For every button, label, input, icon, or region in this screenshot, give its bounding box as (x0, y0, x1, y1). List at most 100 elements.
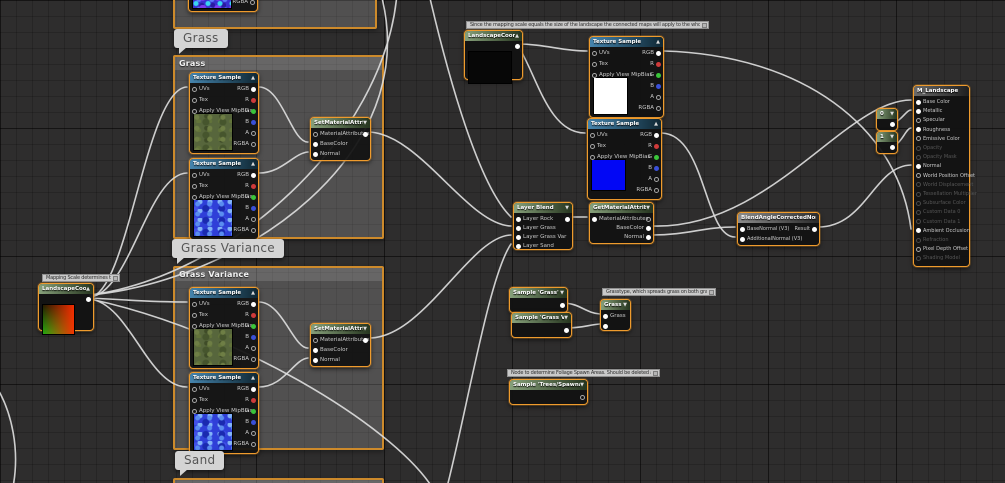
comment-title-bar[interactable]: Grass Variance (175, 268, 382, 281)
node-header[interactable]: Texture Sample▲ (190, 159, 258, 169)
pin[interactable] (313, 357, 318, 363)
pin[interactable] (646, 234, 651, 240)
pin[interactable] (916, 154, 921, 160)
pin[interactable] (740, 236, 745, 242)
node-landscapecoords-top[interactable]: LandscapeCoords▲ (464, 30, 523, 84)
collapse-arrow-icon[interactable]: ▲ (251, 160, 255, 167)
pin[interactable] (592, 50, 597, 56)
pin[interactable] (251, 194, 256, 200)
pin[interactable] (515, 43, 520, 49)
node-constant-zero[interactable]: 0▼ (876, 108, 898, 131)
pin[interactable] (916, 228, 921, 234)
note-collapse-button[interactable] (653, 370, 658, 376)
collapse-arrow-icon[interactable]: ▼ (623, 301, 627, 308)
pin[interactable] (251, 386, 256, 392)
pin[interactable] (251, 86, 256, 92)
node-header[interactable]: BlendAngleCorrectedNormals (738, 213, 819, 223)
pin[interactable] (251, 130, 256, 136)
pin[interactable] (192, 386, 197, 392)
pin[interactable] (916, 117, 921, 123)
collapse-arrow-icon[interactable]: ▲ (515, 32, 519, 39)
node-header[interactable]: Sample 'Grass Var'▼ (512, 313, 571, 323)
pin[interactable] (192, 172, 197, 178)
pin[interactable] (192, 108, 197, 114)
pin[interactable] (192, 97, 197, 103)
pin[interactable] (654, 176, 659, 182)
node-header[interactable]: Texture Sample▲ (190, 373, 258, 383)
pin[interactable] (890, 121, 895, 127)
collapse-arrow-icon[interactable]: ▼ (565, 204, 569, 211)
pin[interactable] (916, 182, 921, 188)
pin[interactable] (192, 301, 197, 307)
pin[interactable] (654, 154, 659, 160)
node-header[interactable]: 0▼ (877, 109, 897, 119)
pin[interactable] (313, 151, 318, 157)
node-sample-grass[interactable]: Sample 'Grass'▼ (509, 287, 568, 313)
pin[interactable] (916, 200, 921, 206)
pin[interactable] (916, 136, 921, 142)
node-setmaterialattributes-grass[interactable]: SetMaterialAttributes▼MaterialAttributes… (310, 117, 371, 161)
pin[interactable] (656, 72, 661, 78)
node-header[interactable]: SetMaterialAttributes▼ (311, 118, 370, 128)
comment-title-bar[interactable]: Grass (175, 57, 382, 70)
pin[interactable] (656, 61, 661, 67)
pin[interactable] (251, 205, 256, 211)
collapse-arrow-icon[interactable]: ▼ (560, 289, 564, 296)
node-header[interactable]: Texture Sample▲ (190, 288, 258, 298)
collapse-arrow-icon[interactable]: ▲ (251, 374, 255, 381)
pin[interactable] (916, 108, 921, 114)
pin[interactable] (251, 119, 256, 125)
pin[interactable] (592, 216, 597, 222)
pin[interactable] (251, 419, 256, 425)
pin[interactable] (656, 94, 661, 100)
node-setmaterialattributes-grassvar[interactable]: SetMaterialAttributes▼MaterialAttributes… (310, 323, 371, 367)
pin[interactable] (251, 108, 256, 114)
pin[interactable] (590, 154, 595, 160)
pin[interactable] (916, 219, 921, 225)
pin[interactable] (251, 227, 256, 233)
pin[interactable] (313, 347, 318, 353)
collapse-arrow-icon[interactable]: ▲ (251, 74, 255, 81)
node-landscapecoords-main[interactable]: LandscapeCoords▲ (38, 283, 94, 335)
pin[interactable] (646, 225, 651, 231)
pin[interactable] (916, 209, 921, 215)
node-header[interactable]: LandscapeCoords▲ (39, 284, 93, 294)
pin[interactable] (251, 301, 256, 307)
collapse-arrow-icon[interactable]: ▲ (654, 120, 658, 127)
pin[interactable] (890, 144, 895, 150)
pin[interactable] (516, 234, 521, 240)
pin[interactable] (560, 302, 565, 308)
collapse-arrow-icon[interactable]: ▼ (580, 381, 584, 388)
pin[interactable] (251, 408, 256, 414)
pin[interactable] (192, 194, 197, 200)
pin[interactable] (516, 216, 521, 222)
pin[interactable] (192, 408, 197, 414)
node-sample-trees-spawnareas[interactable]: Sample 'Trees/Spawnareas'▼ (509, 379, 588, 405)
pin[interactable] (516, 243, 521, 249)
pin[interactable] (656, 50, 661, 56)
pin[interactable] (251, 323, 256, 329)
pin[interactable] (313, 141, 318, 147)
pin[interactable] (603, 313, 608, 319)
pin[interactable] (192, 312, 197, 318)
pin[interactable] (916, 246, 921, 252)
pin[interactable] (916, 99, 921, 105)
pin[interactable] (654, 143, 659, 149)
pin[interactable] (250, 0, 255, 5)
pin[interactable] (565, 216, 570, 222)
pin[interactable] (916, 163, 921, 169)
pin[interactable] (812, 226, 817, 232)
pin[interactable] (590, 132, 595, 138)
pin[interactable] (656, 105, 661, 111)
pin[interactable] (251, 345, 256, 351)
pin[interactable] (86, 296, 91, 302)
node-blendanglecorrectednormals[interactable]: BlendAngleCorrectedNormalsBaseNormal (V3… (737, 212, 820, 246)
node-header[interactable]: Texture Sample▲ (190, 73, 258, 83)
